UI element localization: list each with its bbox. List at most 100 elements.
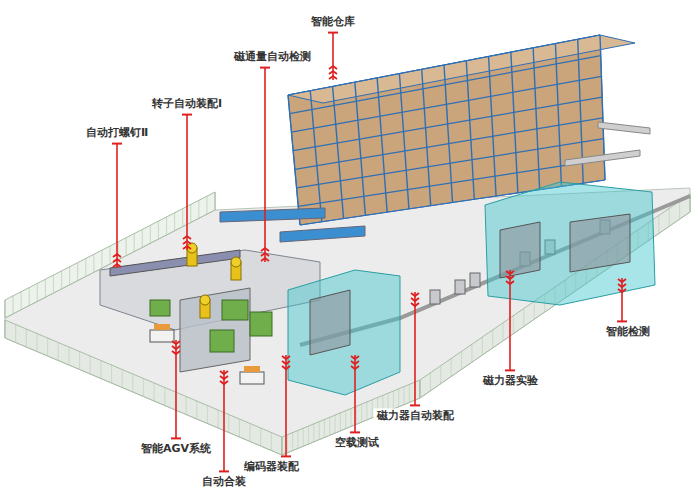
leader-chevron (506, 271, 514, 274)
leader-chevron (351, 361, 359, 364)
rack-upright (422, 69, 431, 205)
gantry (110, 250, 240, 276)
leader-tick (350, 431, 360, 433)
leader-chevron (172, 346, 180, 349)
leader-chevron (351, 356, 359, 359)
leader-chevron (183, 241, 191, 244)
conveyor (598, 122, 650, 134)
leader-chevron (411, 293, 419, 296)
callout-label: 智能AGV系统 (138, 441, 214, 456)
leader-line (285, 355, 287, 456)
agv-cart (150, 330, 174, 342)
leader-chevron (220, 376, 228, 379)
rack-upright (288, 95, 300, 225)
station (470, 273, 480, 287)
rack-beam (297, 139, 604, 188)
conveyor (220, 208, 325, 222)
leader-chevron (261, 253, 269, 256)
leader-tick (328, 32, 338, 34)
leader-chevron (172, 351, 180, 354)
leader-line (264, 68, 266, 262)
leader-chevron (282, 356, 290, 359)
callout-label: 智能仓库 (308, 14, 358, 29)
rack-upright (533, 48, 540, 190)
frame (180, 288, 250, 372)
robot-joint (200, 295, 210, 305)
conveyor (565, 150, 640, 166)
leader (219, 370, 229, 471)
leader-chevron (220, 381, 228, 384)
leader (171, 340, 181, 438)
leader-chevron (618, 289, 626, 292)
leader-chevron (411, 303, 419, 306)
leader-line (116, 144, 118, 268)
leader-tick (617, 320, 627, 322)
callout-label: 转子自动装配Ⅰ (149, 96, 225, 111)
leader-tick (219, 470, 229, 472)
leader-chevron (282, 361, 290, 364)
leader-chevron (183, 246, 191, 249)
leader (350, 355, 360, 432)
agv-load (154, 324, 170, 330)
test-rig (570, 214, 630, 272)
leader-chevron (329, 66, 337, 69)
callout-label: 磁通量自动检测 (231, 49, 314, 64)
rack-upright (355, 82, 366, 215)
station (430, 290, 440, 304)
callout-label: 磁力器实验 (480, 373, 541, 388)
leader (182, 115, 192, 250)
agv-cart (240, 372, 264, 384)
rack-upright (399, 74, 409, 209)
leader-line (621, 278, 623, 321)
rack-upright (444, 65, 453, 203)
leader (281, 355, 291, 456)
illustration (5, 35, 690, 455)
assembly-cell (100, 250, 320, 330)
leader-tick (260, 67, 270, 69)
leader-chevron (506, 276, 514, 279)
rack-upright (333, 86, 344, 218)
leader (505, 270, 515, 370)
leader-chevron (113, 254, 121, 257)
leader-line (186, 115, 188, 250)
leader-tick (281, 455, 291, 457)
robot-joint (231, 257, 241, 267)
leader (260, 68, 270, 262)
leader-line (223, 370, 225, 471)
machine (150, 300, 170, 316)
leader-chevron (261, 248, 269, 251)
test-rig (500, 222, 540, 278)
callout-label: 自动合装 (199, 474, 249, 489)
rack-upright (310, 91, 322, 222)
rack-beam (293, 97, 602, 151)
leader-line (414, 292, 416, 405)
leader-chevron (351, 366, 359, 369)
callout-label: 自动打螺钉Ⅱ (83, 125, 151, 140)
conveyor (280, 226, 365, 242)
callout-label: 编码器装配 (241, 459, 302, 474)
machine (222, 300, 248, 320)
callout-label: 空载测试 (332, 435, 382, 450)
leader-chevron (282, 366, 290, 369)
machine (250, 312, 272, 336)
rack-top (288, 35, 635, 103)
callout-label: 磁力器自动装配 (374, 408, 457, 423)
rack-upright (555, 44, 561, 187)
rack-upright (377, 78, 387, 212)
machine (210, 330, 234, 352)
leader-line (354, 355, 356, 432)
rack-upright (511, 52, 518, 193)
leader (328, 33, 338, 80)
leader-chevron (220, 371, 228, 374)
leader-tick (182, 114, 192, 116)
leader-tick (171, 437, 181, 439)
rack-upright (489, 56, 497, 196)
floor (5, 188, 690, 455)
leader-chevron (411, 298, 419, 301)
leader-chevron (618, 284, 626, 287)
leader-chevron (183, 236, 191, 239)
leader-tick (410, 404, 420, 406)
